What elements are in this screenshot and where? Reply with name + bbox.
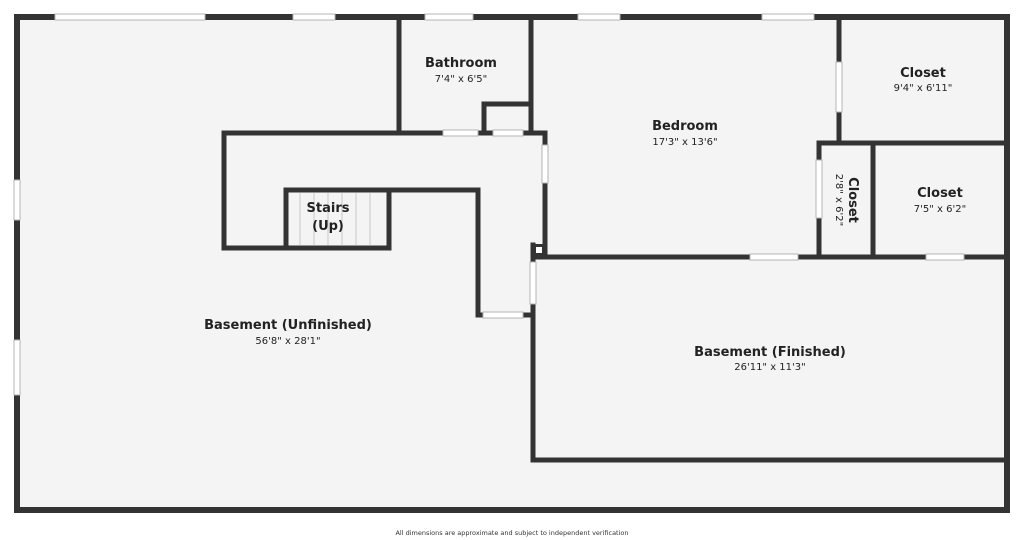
basement-unfinished-dims: 56'8" x 28'1" xyxy=(255,336,320,347)
exterior-wall xyxy=(14,14,1010,513)
closet-right-name: Closet xyxy=(917,186,963,201)
closet-small-dims: 2'8" x 6'2" xyxy=(833,174,844,226)
floor-area xyxy=(17,17,1007,510)
basement-unfinished-name: Basement (Unfinished) xyxy=(204,318,372,333)
stairs-direction: (Up) xyxy=(312,219,344,234)
room-basement-unfinished: Basement (Unfinished) 56'8" x 28'1" xyxy=(204,318,372,347)
room-bedroom: Bedroom 17'3" x 13'6" xyxy=(652,119,718,148)
stair-treads xyxy=(299,193,371,245)
openings xyxy=(13,13,965,396)
bathroom-name: Bathroom xyxy=(425,56,497,71)
bedroom-dims: 17'3" x 13'6" xyxy=(652,137,717,148)
room-stairs: Stairs (Up) xyxy=(307,201,350,234)
basement-finished-name: Basement (Finished) xyxy=(694,345,846,360)
stairs-name: Stairs xyxy=(307,201,350,216)
bedroom-name: Bedroom xyxy=(652,119,718,134)
room-bathroom: Bathroom 7'4" x 6'5" xyxy=(425,56,497,85)
room-closet-right: Closet 7'5" x 6'2" xyxy=(914,186,966,215)
interior-walls xyxy=(221,14,1010,463)
closet-small-name: Closet xyxy=(845,177,860,223)
room-closet-top: Closet 9'4" x 6'11" xyxy=(894,66,953,94)
basement-finished-dims: 26'11" x 11'3" xyxy=(734,362,806,373)
room-closet-small: Closet 2'8" x 6'2" xyxy=(833,174,860,226)
closet-top-name: Closet xyxy=(900,66,946,81)
bathroom-dims: 7'4" x 6'5" xyxy=(435,74,487,85)
closet-right-dims: 7'5" x 6'2" xyxy=(914,204,966,215)
disclaimer-text: All dimensions are approximate and subje… xyxy=(395,529,629,537)
post-gap xyxy=(536,247,542,253)
room-basement-finished: Basement (Finished) 26'11" x 11'3" xyxy=(694,345,846,373)
closet-top-dims: 9'4" x 6'11" xyxy=(894,83,953,94)
